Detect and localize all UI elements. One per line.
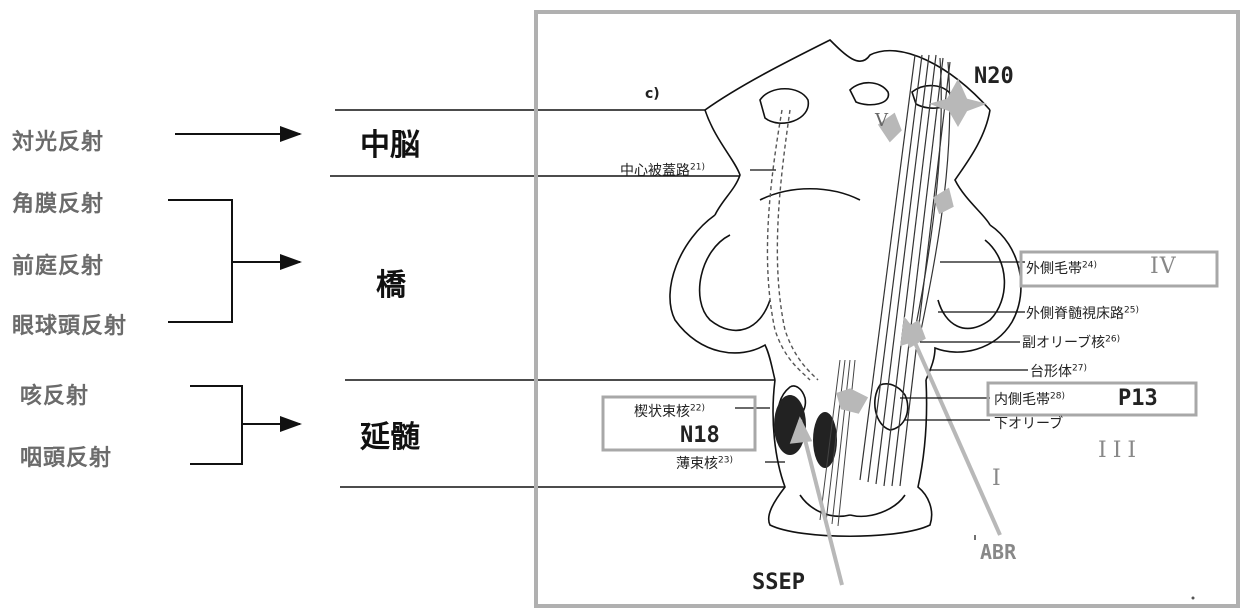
medulla-bracket xyxy=(190,386,242,464)
fibre-bundle xyxy=(860,55,950,486)
central-tegmental-tract xyxy=(767,110,818,380)
reflex-connectors xyxy=(168,134,300,464)
cuneate-nucleus-ref: 22) xyxy=(690,403,705,413)
leader-lines xyxy=(735,170,1028,540)
central-tegmental-label: 中心被蓋路21) xyxy=(620,160,705,180)
wave-p13-label: P13 xyxy=(1118,386,1158,411)
medial-lemniscus-label: 内側毛帯28) xyxy=(994,389,1065,409)
pons-bracket xyxy=(168,200,232,322)
wave-abr-label: ABR xyxy=(980,540,1016,564)
gracile-nucleus-label: 薄束核23) xyxy=(676,453,733,473)
wave-n18-label: N18 xyxy=(680,423,720,448)
inferior-olive-label: 下オリーブ xyxy=(994,413,1063,433)
accessory-olive-text: 副オリーブ核 xyxy=(1022,335,1105,351)
wave-n20-label: N20 xyxy=(974,64,1014,89)
roman-i-label: I xyxy=(992,466,1007,491)
roman-iii-label: III xyxy=(1098,438,1142,463)
roman-v-label: V xyxy=(875,110,894,131)
roman-iv-label: IV xyxy=(1150,254,1177,279)
wave-ssep-label: SSEP xyxy=(752,570,805,595)
lateral-spinothalamic-ref: 25) xyxy=(1124,305,1139,315)
gracile-nucleus-ref: 23) xyxy=(718,455,733,465)
speck xyxy=(1192,597,1195,600)
lateral-lemniscus-text: 外側毛帯 xyxy=(1026,261,1082,277)
central-tegmental-ref: 21) xyxy=(690,162,705,172)
lateral-spinothalamic-label: 外側脊髄視床路25) xyxy=(1026,303,1139,323)
gray-pathway-arrows xyxy=(792,82,1000,585)
pons-star xyxy=(935,190,952,212)
accessory-olive-ref: 26) xyxy=(1105,334,1120,344)
trapezoid-body-text: 台形体 xyxy=(1030,364,1072,380)
lateral-spinothalamic-text: 外側脊髄視床路 xyxy=(1026,306,1124,322)
gracile-nucleus-text: 薄束核 xyxy=(676,456,718,472)
cuneate-nucleus-text: 楔状束核 xyxy=(634,404,690,420)
p13-star xyxy=(838,390,866,412)
accessory-olive-label: 副オリーブ核26) xyxy=(1022,332,1120,352)
lateral-lemniscus-label: 外側毛帯24) xyxy=(1026,258,1097,278)
panel-label: c) xyxy=(645,86,660,102)
medial-lemniscus-ref: 28) xyxy=(1050,391,1065,401)
lateral-lemniscus-ref: 24) xyxy=(1082,260,1097,270)
central-tegmental-text: 中心被蓋路 xyxy=(620,163,690,179)
medial-lemniscus-text: 内側毛帯 xyxy=(994,392,1050,408)
trapezoid-body-ref: 27) xyxy=(1072,363,1087,373)
trapezoid-body-label: 台形体27) xyxy=(1030,361,1087,381)
cuneate-nucleus-label: 楔状束核22) xyxy=(634,401,705,421)
